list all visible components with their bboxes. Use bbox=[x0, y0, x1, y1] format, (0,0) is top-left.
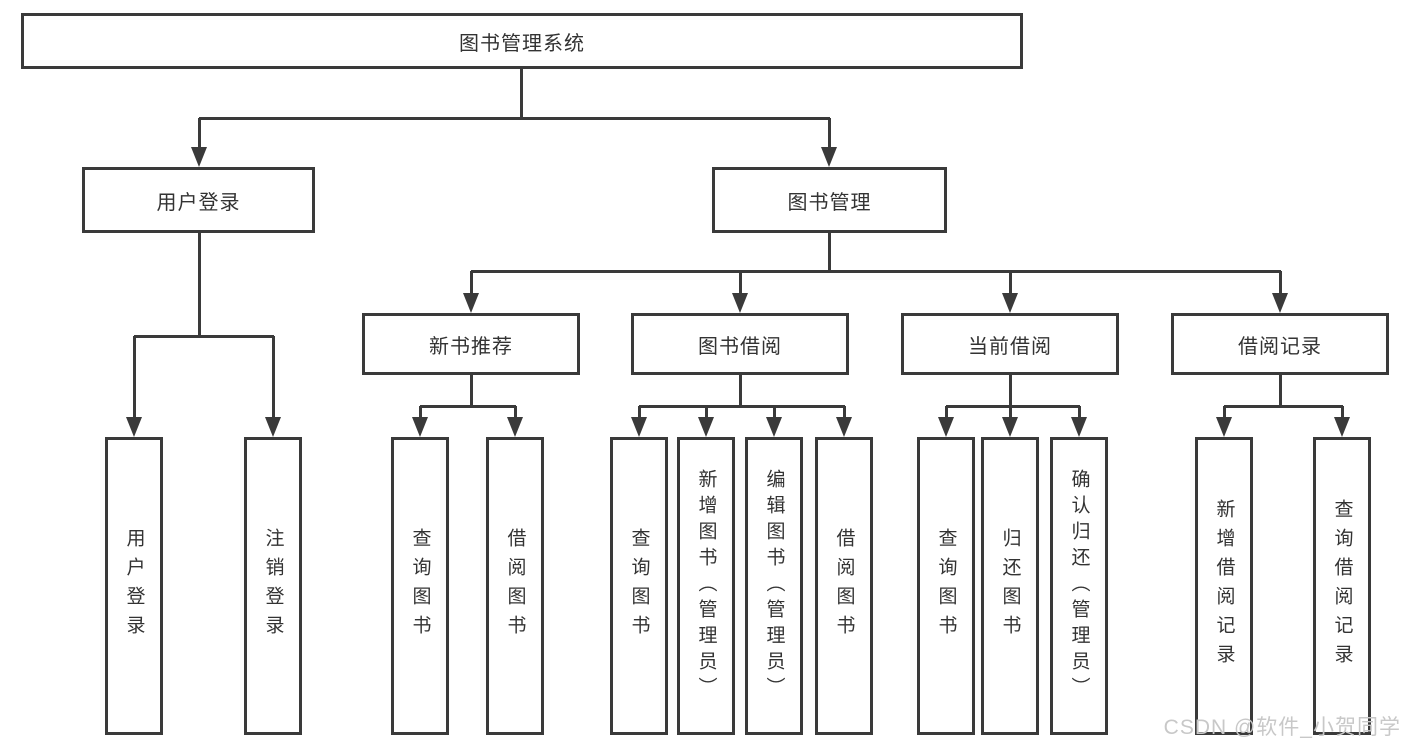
node-label: 查询图书 bbox=[628, 528, 650, 644]
arrow-to-br-query bbox=[1334, 406, 1350, 437]
node-book-management-system: 图书管理系统 bbox=[21, 13, 1023, 69]
connector-current-borrow-split bbox=[946, 405, 1080, 408]
node-leaf-logout: 注销登录 bbox=[244, 437, 302, 735]
node-borrow-records: 借阅记录 bbox=[1171, 313, 1389, 375]
node-leaf-bb-edit-books-admin: 编辑图书（管理员） bbox=[745, 437, 803, 735]
node-label: 查询图书 bbox=[409, 528, 431, 644]
node-label: 借阅图书 bbox=[504, 528, 526, 644]
connector-book-mgmt-stem bbox=[828, 233, 831, 272]
node-label: 新增图书（管理员） bbox=[695, 469, 717, 703]
node-label: 当前借阅 bbox=[968, 335, 1052, 358]
node-leaf-br-add-record: 新增借阅记录 bbox=[1195, 437, 1253, 735]
connector-user-login-stem bbox=[198, 233, 201, 337]
node-user-login: 用户登录 bbox=[82, 167, 315, 233]
node-label: 图书管理系统 bbox=[459, 32, 585, 55]
arrow-to-nb-borrow bbox=[507, 406, 523, 437]
node-label: 注销登录 bbox=[262, 528, 284, 644]
node-leaf-nb-query-books: 查询图书 bbox=[391, 437, 449, 735]
connector-root-stem bbox=[520, 69, 523, 118]
arrow-to-br-add bbox=[1216, 406, 1232, 437]
connector-root-split bbox=[199, 117, 830, 120]
node-book-management: 图书管理 bbox=[712, 167, 947, 233]
node-leaf-cb-query-books: 查询图书 bbox=[917, 437, 975, 735]
connector-current-borrow-stem bbox=[1009, 375, 1012, 407]
arrow-to-current-borrow bbox=[1002, 271, 1018, 313]
arrow-to-nb-query bbox=[412, 406, 428, 437]
arrow-to-cb-return bbox=[1002, 406, 1018, 437]
arrow-to-bb-add bbox=[698, 406, 714, 437]
node-leaf-bb-query-books: 查询图书 bbox=[610, 437, 668, 735]
node-leaf-cb-confirm-return-admin: 确认归还（管理员） bbox=[1050, 437, 1108, 735]
arrow-to-cb-query bbox=[938, 406, 954, 437]
connector-borrow-records-split bbox=[1224, 405, 1343, 408]
node-label: 图书管理 bbox=[787, 191, 872, 214]
node-label: 图书借阅 bbox=[698, 335, 782, 358]
node-leaf-bb-add-books-admin: 新增图书（管理员） bbox=[677, 437, 735, 735]
connector-book-borrow-stem bbox=[739, 375, 742, 407]
connector-book-mgmt-split bbox=[471, 270, 1281, 273]
node-label: 借阅图书 bbox=[833, 528, 855, 644]
connector-borrow-records-stem bbox=[1279, 375, 1282, 407]
csdn-watermark: CSDN @软件_小贺同学 bbox=[1163, 716, 1401, 739]
arrow-to-leaf-user-login bbox=[126, 336, 142, 437]
arrow-to-leaf-logout bbox=[265, 336, 281, 437]
node-label: 归还图书 bbox=[999, 528, 1021, 644]
arrow-to-book-borrow bbox=[732, 271, 748, 313]
connector-book-borrow-split bbox=[639, 405, 845, 408]
arrow-to-user-login bbox=[191, 118, 207, 167]
node-label: 查询借阅记录 bbox=[1331, 499, 1353, 673]
arrow-to-new-books bbox=[463, 271, 479, 313]
node-leaf-br-query-record: 查询借阅记录 bbox=[1313, 437, 1371, 735]
connector-new-books-split bbox=[420, 405, 516, 408]
node-new-book-recommend: 新书推荐 bbox=[362, 313, 580, 375]
node-leaf-bb-borrow-books: 借阅图书 bbox=[815, 437, 873, 735]
node-label: 查询图书 bbox=[935, 528, 957, 644]
node-label: 用户登录 bbox=[156, 191, 241, 214]
node-book-borrow: 图书借阅 bbox=[631, 313, 849, 375]
node-label: 用户登录 bbox=[123, 528, 145, 644]
arrow-to-cb-confirm bbox=[1071, 406, 1087, 437]
arrow-to-bb-borrow bbox=[836, 406, 852, 437]
arrow-to-bb-query bbox=[631, 406, 647, 437]
arrow-to-book-management bbox=[821, 118, 837, 167]
node-leaf-user-login: 用户登录 bbox=[105, 437, 163, 735]
node-leaf-nb-borrow-books: 借阅图书 bbox=[486, 437, 544, 735]
node-label: 编辑图书（管理员） bbox=[763, 469, 785, 703]
connector-user-login-split bbox=[134, 335, 274, 338]
node-current-borrow: 当前借阅 bbox=[901, 313, 1119, 375]
arrow-to-borrow-records bbox=[1272, 271, 1288, 313]
node-leaf-cb-return-books: 归还图书 bbox=[981, 437, 1039, 735]
node-label: 确认归还（管理员） bbox=[1068, 469, 1090, 703]
arrow-to-bb-edit bbox=[766, 406, 782, 437]
connector-new-books-stem bbox=[470, 375, 473, 407]
node-label: 新增借阅记录 bbox=[1213, 499, 1235, 673]
node-label: 新书推荐 bbox=[429, 335, 513, 358]
node-label: 借阅记录 bbox=[1238, 335, 1322, 358]
